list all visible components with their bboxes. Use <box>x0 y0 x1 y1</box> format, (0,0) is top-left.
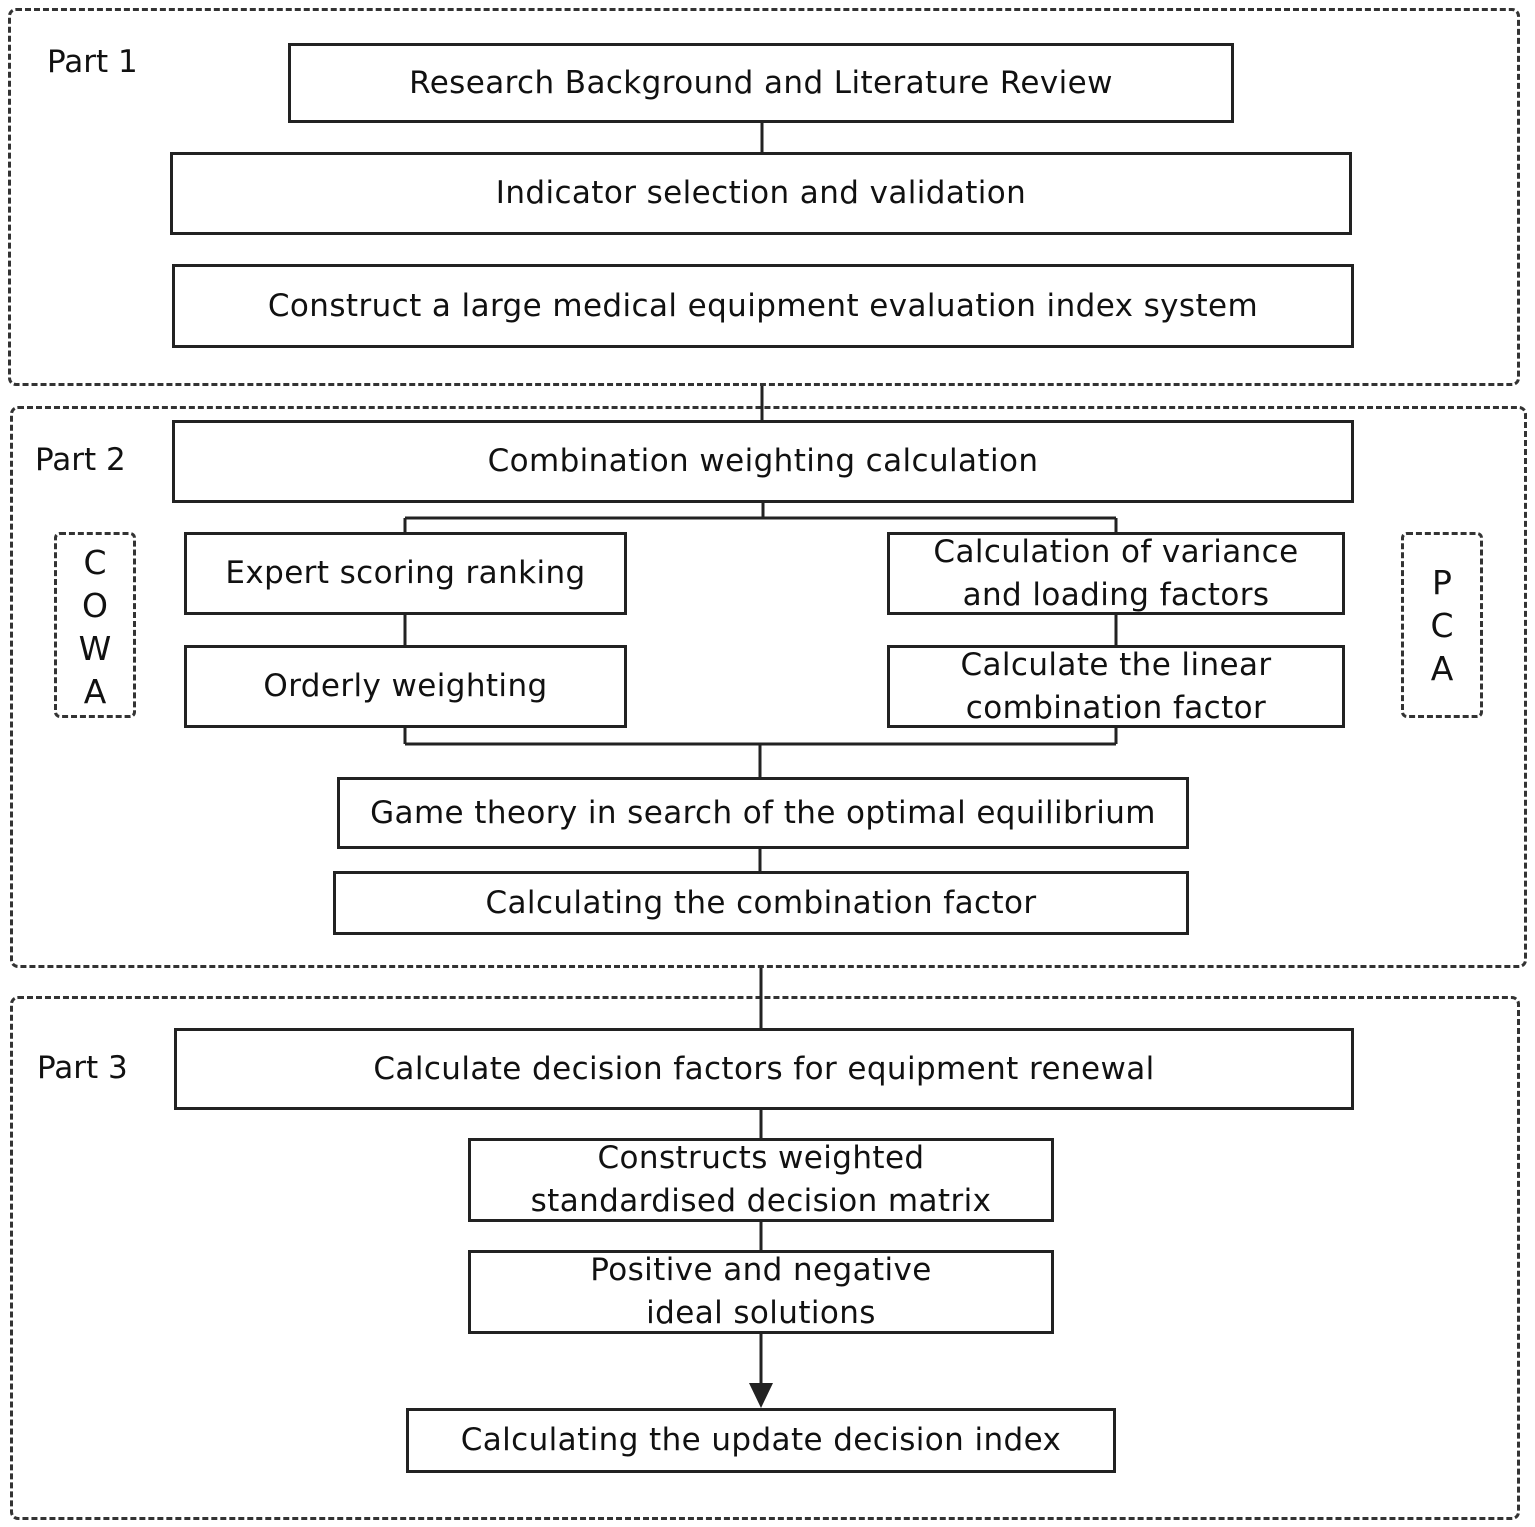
game-theory-label: Game theory in search of the optimal equ… <box>370 794 1156 831</box>
cowa-letter: O <box>82 586 108 625</box>
indicator-selection-step: Indicator selection and validation <box>170 152 1352 235</box>
update-index-label: Calculating the update decision index <box>460 1422 1062 1458</box>
pca-letter: P <box>1432 563 1452 602</box>
variance-loading-step: Calculation of variance and loading fact… <box>887 532 1345 615</box>
part-2-container <box>10 406 1527 968</box>
ideal-solutions-line-2: ideal solutions <box>646 1295 876 1331</box>
pca-letter: A <box>1430 649 1454 688</box>
part-3-container <box>10 996 1520 1520</box>
variance-loading-line-2: and loading factors <box>962 576 1270 613</box>
weighted-matrix-line-1: Constructs weighted <box>597 1140 925 1176</box>
combination-weighting-step: Combination weighting calculation <box>172 420 1354 503</box>
construct-index-step: Construct a large medical equipment eval… <box>172 264 1354 348</box>
weighted-matrix-line-2: standardised decision matrix <box>530 1183 992 1219</box>
cowa-letter: C <box>83 543 107 582</box>
expert-scoring-step: Expert scoring ranking <box>184 532 627 615</box>
research-background-step: Research Background and Literature Revie… <box>288 43 1234 123</box>
linear-combination-line-2: combination factor <box>965 689 1267 726</box>
part-1-label: Part 1 <box>47 44 138 80</box>
orderly-weighting-label: Orderly weighting <box>263 668 548 704</box>
combination-factor-step: Calculating the combination factor <box>333 871 1189 935</box>
combination-weighting-label: Combination weighting calculation <box>487 443 1039 479</box>
pca-letter: C <box>1430 606 1454 645</box>
part-3-label: Part 3 <box>37 1050 128 1086</box>
research-background-label: Research Background and Literature Revie… <box>409 64 1113 101</box>
variance-loading-line-1: Calculation of variance <box>933 533 1299 570</box>
construct-index-label: Construct a large medical equipment eval… <box>267 287 1259 324</box>
game-theory-step: Game theory in search of the optimal equ… <box>337 777 1189 849</box>
decision-factors-step: Calculate decision factors for equipment… <box>174 1028 1354 1110</box>
decision-factors-label: Calculate decision factors for equipment… <box>373 1050 1155 1087</box>
orderly-weighting-step: Orderly weighting <box>184 645 627 728</box>
combination-factor-label: Calculating the combination factor <box>485 884 1037 921</box>
ideal-solutions-line-1: Positive and negative <box>590 1252 932 1288</box>
pca-method-label: P C A <box>1401 532 1483 718</box>
part-1-container <box>8 8 1520 386</box>
part-2-label: Part 2 <box>35 442 126 478</box>
cowa-method-label: C O W A <box>54 532 136 718</box>
linear-combination-line-1: Calculate the linear <box>960 646 1272 683</box>
ideal-solutions-step: Positive and negative ideal solutions <box>468 1250 1054 1334</box>
update-index-step: Calculating the update decision index <box>406 1408 1116 1473</box>
indicator-selection-label: Indicator selection and validation <box>495 175 1027 211</box>
linear-combination-step: Calculate the linear combination factor <box>887 645 1345 728</box>
expert-scoring-label: Expert scoring ranking <box>225 555 586 591</box>
weighted-matrix-step: Constructs weighted standardised decisio… <box>468 1138 1054 1222</box>
cowa-letter: A <box>83 672 107 711</box>
cowa-letter: W <box>78 629 112 668</box>
